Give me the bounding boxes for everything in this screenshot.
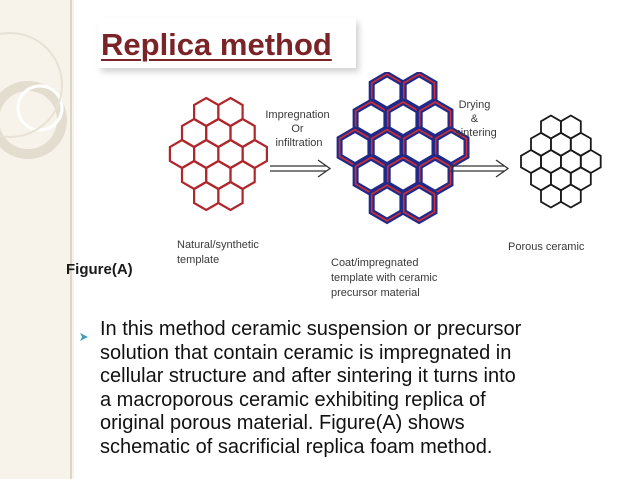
figure-label: Figure(A) xyxy=(66,261,133,278)
impregnation-label-line-2: Or xyxy=(291,123,304,135)
impregnation-arrow xyxy=(270,159,332,178)
impregnation-label-line-1: Impregnation xyxy=(265,109,329,121)
sintering-label-line-2: & xyxy=(471,113,479,125)
sintering-arrow xyxy=(450,159,510,178)
porous-label: Porous ceramic xyxy=(508,241,585,253)
sintering-label: Drying & sintering xyxy=(455,99,497,139)
template-honeycomb xyxy=(168,96,269,212)
paragraph-line: In this method ceramic suspension or pre… xyxy=(100,318,522,340)
honeycomb-cell xyxy=(540,183,562,209)
honeycomb-cell xyxy=(370,184,404,222)
title-box xyxy=(98,18,356,68)
sintering-label-line-3: sintering xyxy=(455,127,497,139)
impregnation-label-line-3: infiltration xyxy=(275,137,322,149)
replica-method-diagram: Impregnation Or infiltration Drying & si… xyxy=(168,72,602,299)
porous-label-line-1: Porous ceramic xyxy=(508,241,585,253)
coated-honeycomb xyxy=(336,72,470,225)
template-label-line-2: template xyxy=(177,254,219,266)
paragraph-line: schematic of sacrificial replica foam me… xyxy=(100,435,493,458)
paragraph-line: a macroporous ceramic exhibiting replica… xyxy=(100,388,486,411)
porous-honeycomb xyxy=(520,114,602,209)
paragraph-line: original porous material. Figure(A) show… xyxy=(100,412,465,434)
paragraph-line: cellular structure and after sintering i… xyxy=(100,365,516,387)
bullet-paragraph: In this method ceramic suspension or pre… xyxy=(100,318,620,459)
honeycomb-cell xyxy=(217,180,244,212)
template-label: Natural/synthetic template xyxy=(177,239,262,266)
paragraph-line: solution that contain ceramic is impregn… xyxy=(100,341,512,364)
decorative-sidebar xyxy=(0,0,74,479)
sidebar-ornament xyxy=(0,32,67,159)
sidebar-divider xyxy=(70,0,72,479)
coated-label-line-1: Coat/impregnated xyxy=(331,257,418,269)
honeycomb-cell xyxy=(192,180,220,212)
template-label-line-1: Natural/synthetic xyxy=(177,239,259,251)
slide-title: Replica method xyxy=(101,27,332,62)
impregnation-label: Impregnation Or infiltration xyxy=(265,109,332,149)
sintering-label-line-1: Drying xyxy=(459,99,491,111)
honeycomb-cell xyxy=(559,183,582,209)
honeycomb-cell xyxy=(402,184,436,222)
coated-label-line-2: template with ceramic xyxy=(331,272,438,284)
pin-icon xyxy=(80,333,88,341)
coated-label-line-3: precursor material xyxy=(331,287,420,299)
coated-label: Coat/impregnated template with ceramic p… xyxy=(331,257,440,299)
